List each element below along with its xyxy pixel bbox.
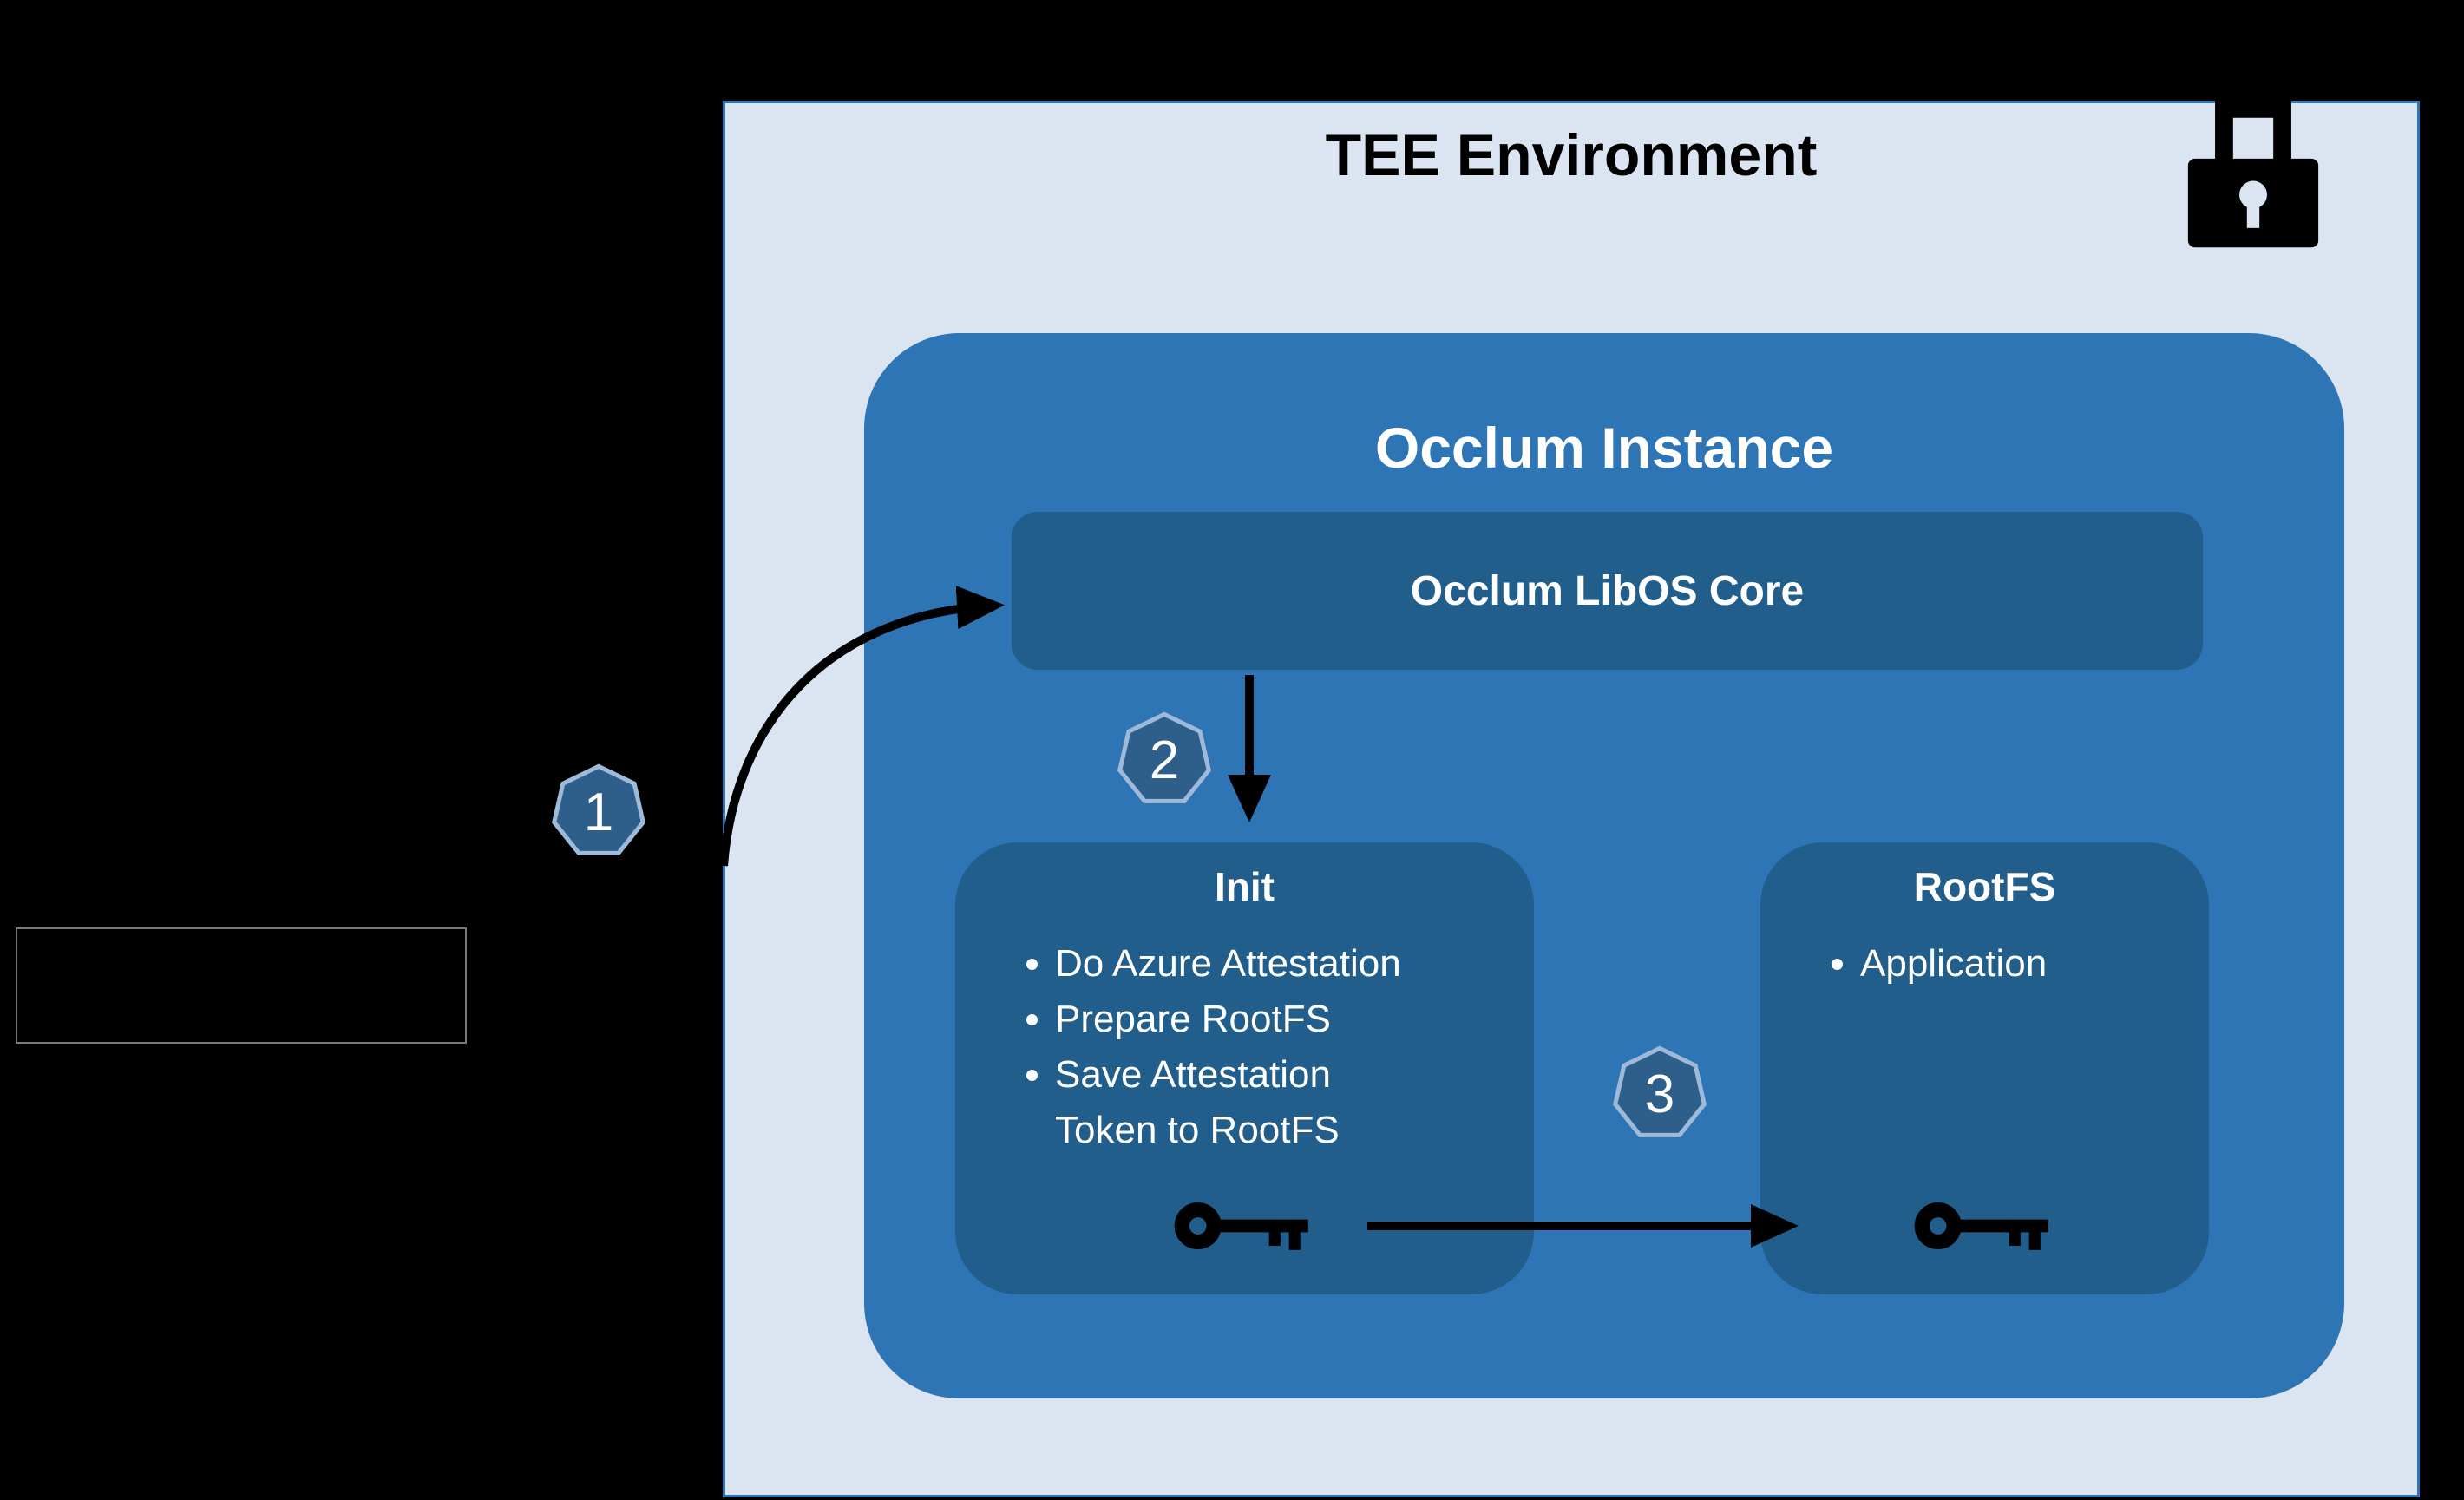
key-shaft: [1956, 1219, 2048, 1233]
init-bullet-list: Do Azure Attestation Prepare RootFS Save…: [955, 936, 1534, 1158]
key-shaft: [1216, 1219, 1308, 1233]
step-badge-3: 3: [1611, 1045, 1708, 1143]
heptagon-shape: [1117, 711, 1212, 803]
list-item: Prepare RootFS: [1055, 992, 1437, 1047]
list-item: Do Azure Attestation: [1055, 936, 1437, 992]
step-badge-2: 2: [1116, 711, 1213, 809]
key-tooth: [1288, 1231, 1301, 1250]
occlum-libos-core-label: Occlum LibOS Core: [1410, 567, 1805, 614]
key-tooth: [2028, 1231, 2041, 1250]
occlum-libos-core-box: Occlum LibOS Core: [1012, 512, 2203, 670]
tee-environment-title: TEE Environment: [1325, 122, 1818, 188]
step-number: 3: [1644, 1064, 1675, 1124]
key-bow-hole: [1189, 1217, 1207, 1235]
list-item: Save Attestation Token to RootFS: [1055, 1047, 1437, 1158]
key-icon: [1174, 1202, 1308, 1250]
heptagon-shape: [1612, 1045, 1707, 1137]
left-outline-box: [16, 927, 467, 1044]
key-tooth: [2009, 1231, 2021, 1246]
key-icon: [1914, 1202, 2048, 1250]
key-tooth: [1268, 1231, 1281, 1246]
lock-icon: [2187, 99, 2319, 248]
step-number: 1: [583, 782, 614, 842]
heptagon-shape: [551, 763, 646, 855]
step-number: 2: [1149, 730, 1180, 790]
occlum-instance-title: Occlum Instance: [1374, 416, 1834, 480]
list-item: Application: [1860, 936, 2174, 992]
lock-keyhole-stem: [2246, 200, 2260, 228]
lock-keyhole: [2239, 180, 2267, 209]
step-badge-1: 1: [550, 763, 647, 861]
rootfs-title: RootFS: [1913, 864, 2056, 909]
init-box: Init Do Azure Attestation Prepare RootFS…: [955, 842, 1534, 1294]
key-bow-hole: [1929, 1217, 1947, 1235]
rootfs-bullet-list: Application: [1760, 936, 2209, 992]
lock-shackle: [2215, 99, 2291, 165]
rootfs-box: RootFS Application: [1760, 842, 2209, 1294]
init-title: Init: [1215, 864, 1275, 909]
